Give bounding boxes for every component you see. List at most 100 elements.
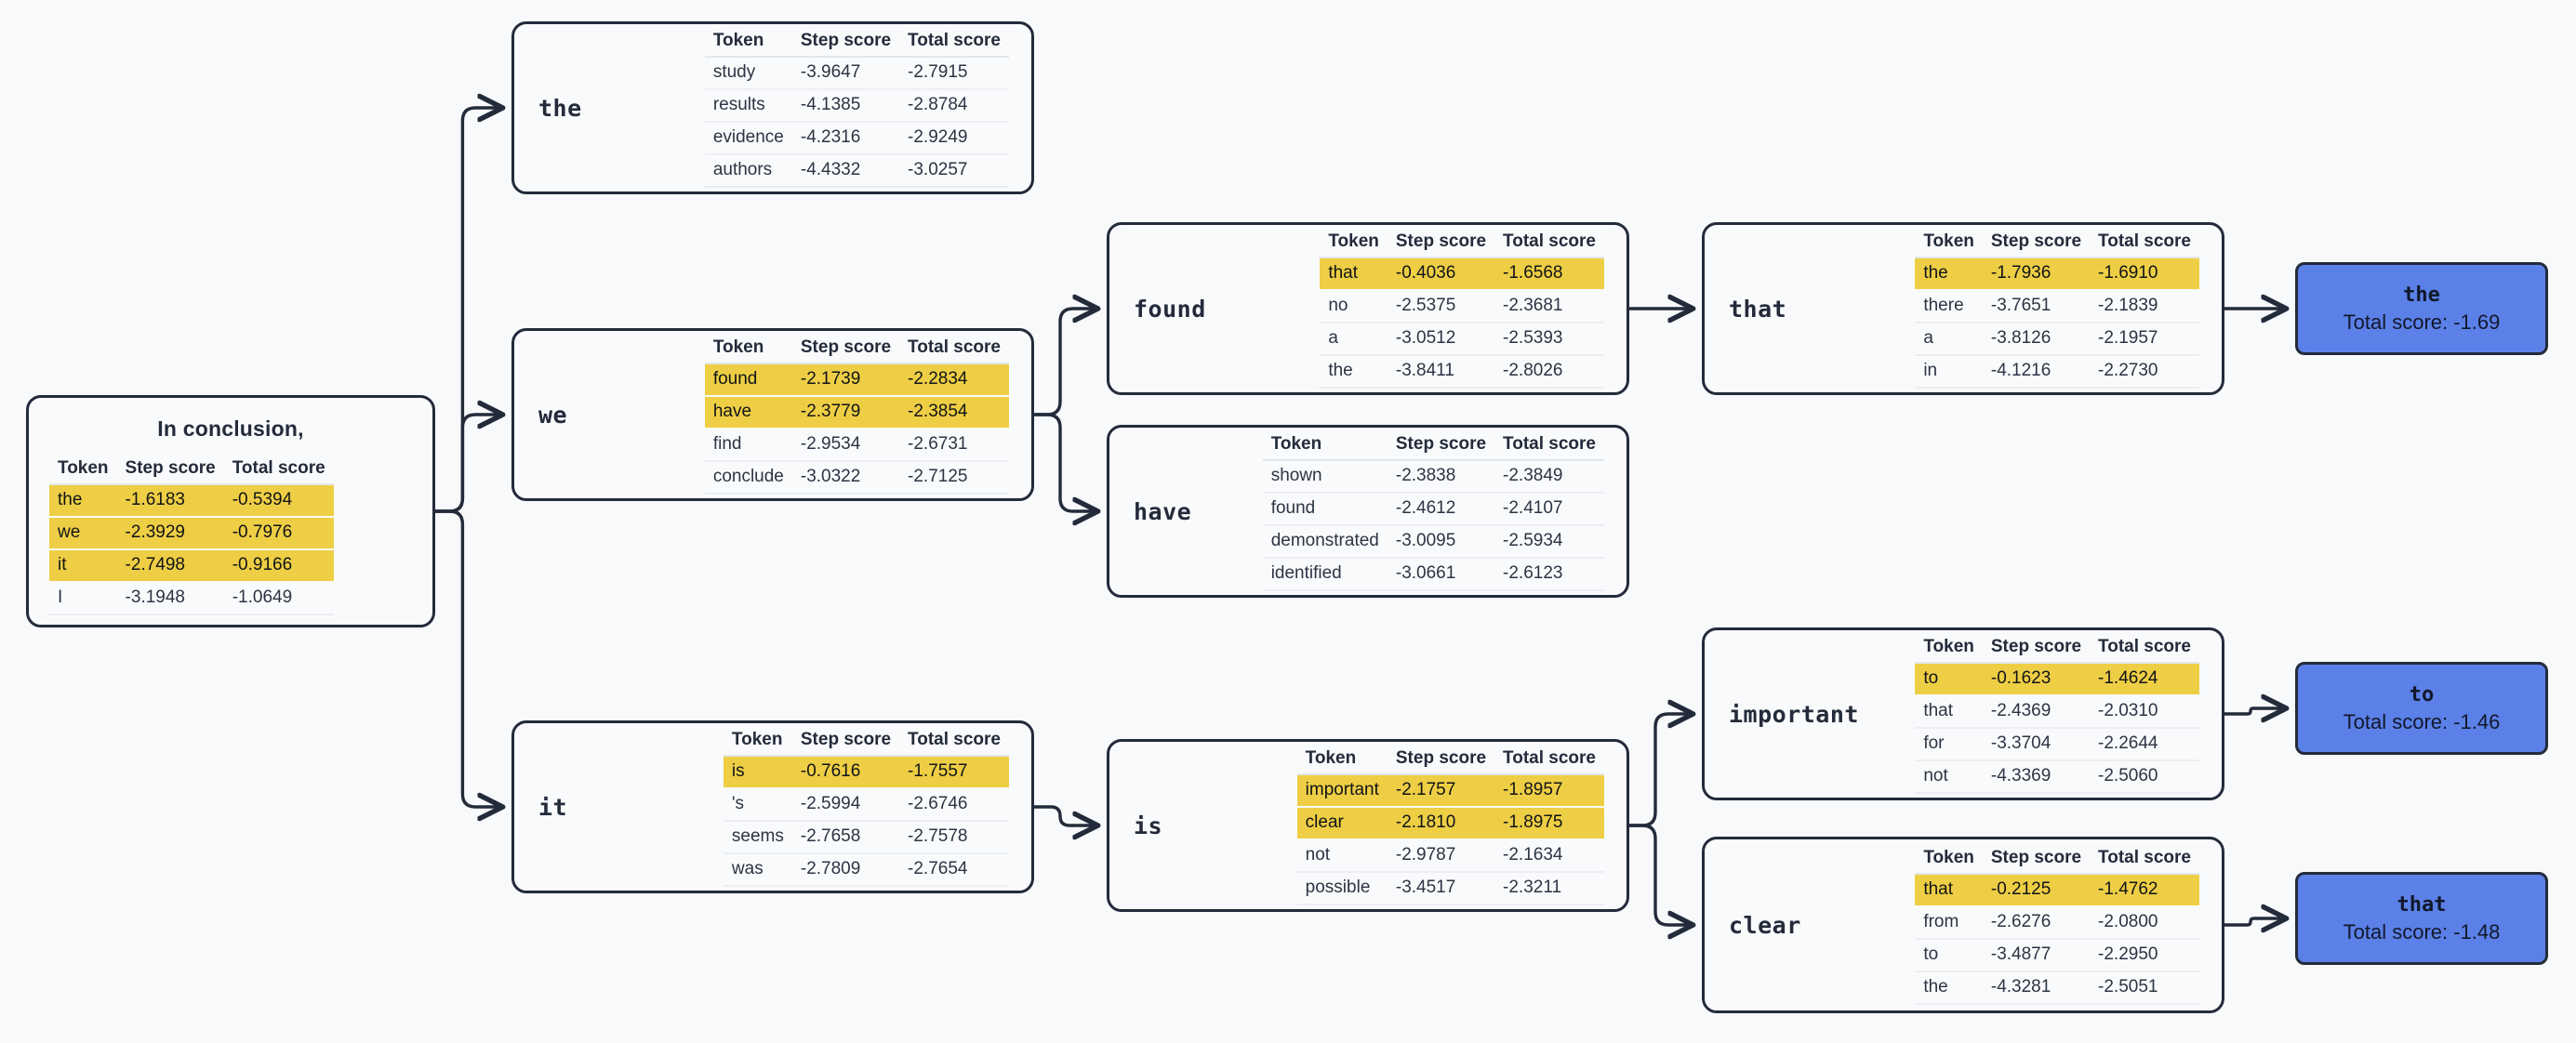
table-row[interactable]: a-3.0512-2.5393 <box>1320 322 1604 356</box>
table-row[interactable]: is-0.7616-1.7557 <box>723 755 1009 789</box>
node-label: found <box>1134 295 1206 323</box>
token-cell: clear <box>1296 806 1388 840</box>
table-row[interactable]: found-2.1739-2.2834 <box>704 363 1009 397</box>
token-cell: demonstrated <box>1262 524 1388 559</box>
table-row[interactable]: was-2.7809-2.7654 <box>723 852 1009 887</box>
table-row[interactable]: the-4.3281-2.5051 <box>1915 970 2199 1005</box>
token-cell: there <box>1915 289 1983 323</box>
total-score-cell: -1.8957 <box>1494 773 1604 808</box>
token-cell: we <box>49 517 117 550</box>
total-score-cell: -1.0649 <box>223 582 334 615</box>
table-row[interactable]: in-4.1216-2.2730 <box>1915 354 2199 389</box>
token-cell: the <box>49 484 117 518</box>
token-cell: from <box>1915 905 1983 940</box>
token-cell: shown <box>1262 459 1388 494</box>
token-cell: find <box>704 428 792 462</box>
token-cell: the <box>1915 970 1983 1005</box>
token-cell: the <box>1915 257 1983 291</box>
table-row[interactable]: possible-3.4517-2.3211 <box>1296 871 1604 905</box>
table-row[interactable]: that-0.2125-1.4762 <box>1915 873 2199 907</box>
edge-root-to-it <box>433 509 500 807</box>
column-header-total-score: Total score <box>899 727 1009 757</box>
table-row[interactable]: find-2.9534-2.6731 <box>704 428 1009 462</box>
table-row[interactable]: I-3.1948-1.0649 <box>49 582 334 615</box>
table-row[interactable]: important-2.1757-1.8957 <box>1296 773 1604 808</box>
step-score-cell: -2.5375 <box>1387 289 1495 323</box>
table-row[interactable]: to-0.1623-1.4624 <box>1915 662 2199 696</box>
token-cell: is <box>723 755 792 789</box>
table-row[interactable]: there-3.7651-2.1839 <box>1915 289 2199 323</box>
table-row[interactable]: it-2.7498-0.9166 <box>49 549 334 583</box>
table-row[interactable]: conclude-3.0322-2.7125 <box>704 460 1009 495</box>
table-row[interactable]: no-2.5375-2.3681 <box>1320 289 1604 323</box>
table-row[interactable]: found-2.4612-2.4107 <box>1262 492 1604 526</box>
table-row[interactable]: 's-2.5994-2.6746 <box>723 787 1009 822</box>
table-row[interactable]: clear-2.1810-1.8975 <box>1296 806 1604 840</box>
step-score-cell: -3.9647 <box>791 56 900 90</box>
table-row[interactable]: demonstrated-3.0095-2.5934 <box>1262 524 1604 559</box>
step-score-cell: -2.1739 <box>791 363 900 397</box>
table-row[interactable]: seems-2.7658-2.7578 <box>723 820 1009 854</box>
table-row[interactable]: evidence-4.2316-2.9249 <box>704 121 1009 155</box>
table-row[interactable]: have-2.3779-2.3854 <box>704 395 1009 429</box>
table-row[interactable]: a-3.8126-2.1957 <box>1915 322 2199 356</box>
column-header-token: Token <box>704 335 792 364</box>
table-row[interactable]: that-2.4369-2.0310 <box>1915 694 2199 729</box>
table-row[interactable]: the-1.7936-1.6910 <box>1915 257 2199 291</box>
total-score-cell: -2.9249 <box>899 121 1009 155</box>
column-header-token: Token <box>49 456 117 485</box>
token-cell: a <box>1320 322 1388 356</box>
token-cell: for <box>1915 727 1983 761</box>
table-row[interactable]: study-3.9647-2.7915 <box>704 56 1009 90</box>
column-header-step-score: Step score <box>1387 431 1495 461</box>
node-label: the <box>538 94 582 122</box>
table-row[interactable]: identified-3.0661-2.6123 <box>1262 557 1604 591</box>
step-score-cell: -3.8411 <box>1387 354 1495 389</box>
table-row[interactable]: shown-2.3838-2.3849 <box>1262 459 1604 494</box>
table-row[interactable]: that-0.4036-1.6568 <box>1320 257 1604 291</box>
table-row[interactable]: to-3.4877-2.2950 <box>1915 938 2199 972</box>
total-score-cell: -2.6731 <box>899 428 1009 462</box>
column-header-total-score: Total score <box>2090 845 2199 875</box>
edge-root-to-the <box>433 108 500 513</box>
table-row[interactable]: we-2.3929-0.7976 <box>49 517 334 550</box>
column-header-total-score: Total score <box>1494 746 1604 775</box>
column-header-step-score: Step score <box>791 28 900 58</box>
table-row[interactable]: not-4.3369-2.5060 <box>1915 759 2199 794</box>
table-row[interactable]: results-4.1385-2.8784 <box>704 88 1009 123</box>
table-row[interactable]: for-3.3704-2.2644 <box>1915 727 2199 761</box>
step-score-cell: -0.2125 <box>1982 873 2091 907</box>
edge-clear-to-leaf-that <box>2223 918 2284 925</box>
table-row[interactable]: authors-4.4332-3.0257 <box>704 153 1009 188</box>
table-row[interactable]: the-1.6183-0.5394 <box>49 484 334 518</box>
table-row[interactable]: the-3.8411-2.8026 <box>1320 354 1604 389</box>
token-cell: that <box>1320 257 1388 291</box>
total-score-cell: -2.3854 <box>899 395 1009 429</box>
table-row[interactable]: not-2.9787-2.1634 <box>1296 838 1604 873</box>
token-cell: to <box>1915 662 1983 696</box>
step-score-cell: -2.9534 <box>791 428 900 462</box>
table-row[interactable]: from-2.6276-2.0800 <box>1915 905 2199 940</box>
token-cell: the <box>1320 354 1388 389</box>
token-cell: I <box>49 582 117 615</box>
step-score-cell: -2.3779 <box>791 395 900 429</box>
column-header-total-score: Total score <box>1494 229 1604 258</box>
